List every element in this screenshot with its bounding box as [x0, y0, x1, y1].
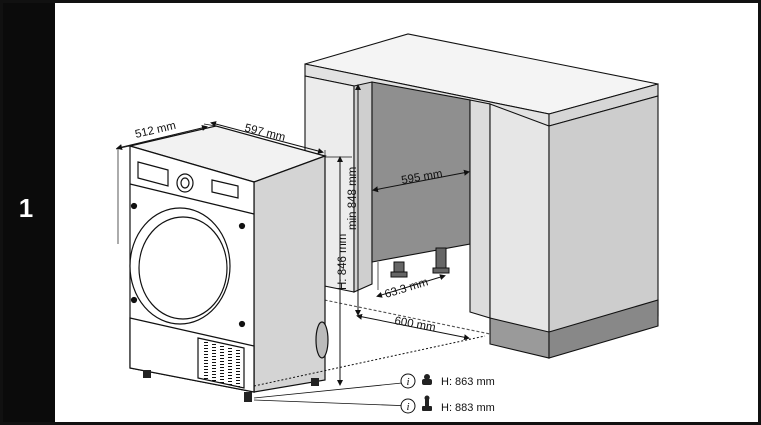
- kitchen-cabinet: [304, 33, 659, 359]
- foot-option-tall: i H: 883 mm: [400, 395, 495, 414]
- info-icon: [400, 373, 416, 389]
- info-marker: i: [406, 376, 409, 388]
- foot-height-short: H: 863 mm: [441, 376, 495, 388]
- step-number: 1: [18, 193, 34, 223]
- height-label: H: 846 mm: [337, 234, 349, 290]
- step-sidebar: 1: [3, 3, 55, 422]
- niche-depth-label: 600 mm: [393, 315, 436, 334]
- short-foot-icon: [422, 374, 432, 385]
- gap-label: 63.3 mm: [383, 276, 429, 301]
- dimension-lines: [115, 84, 486, 407]
- tumble-dryer: [127, 125, 329, 393]
- info-icon: [400, 398, 416, 414]
- foot-height-tall: H: 883 mm: [441, 402, 495, 414]
- info-marker: i: [406, 401, 409, 413]
- dryer-feet: [143, 370, 319, 402]
- foot-option-short: i H: 863 mm: [400, 373, 495, 389]
- tall-foot-icon: [422, 395, 432, 411]
- min-height-label: min 848 mm: [347, 167, 359, 230]
